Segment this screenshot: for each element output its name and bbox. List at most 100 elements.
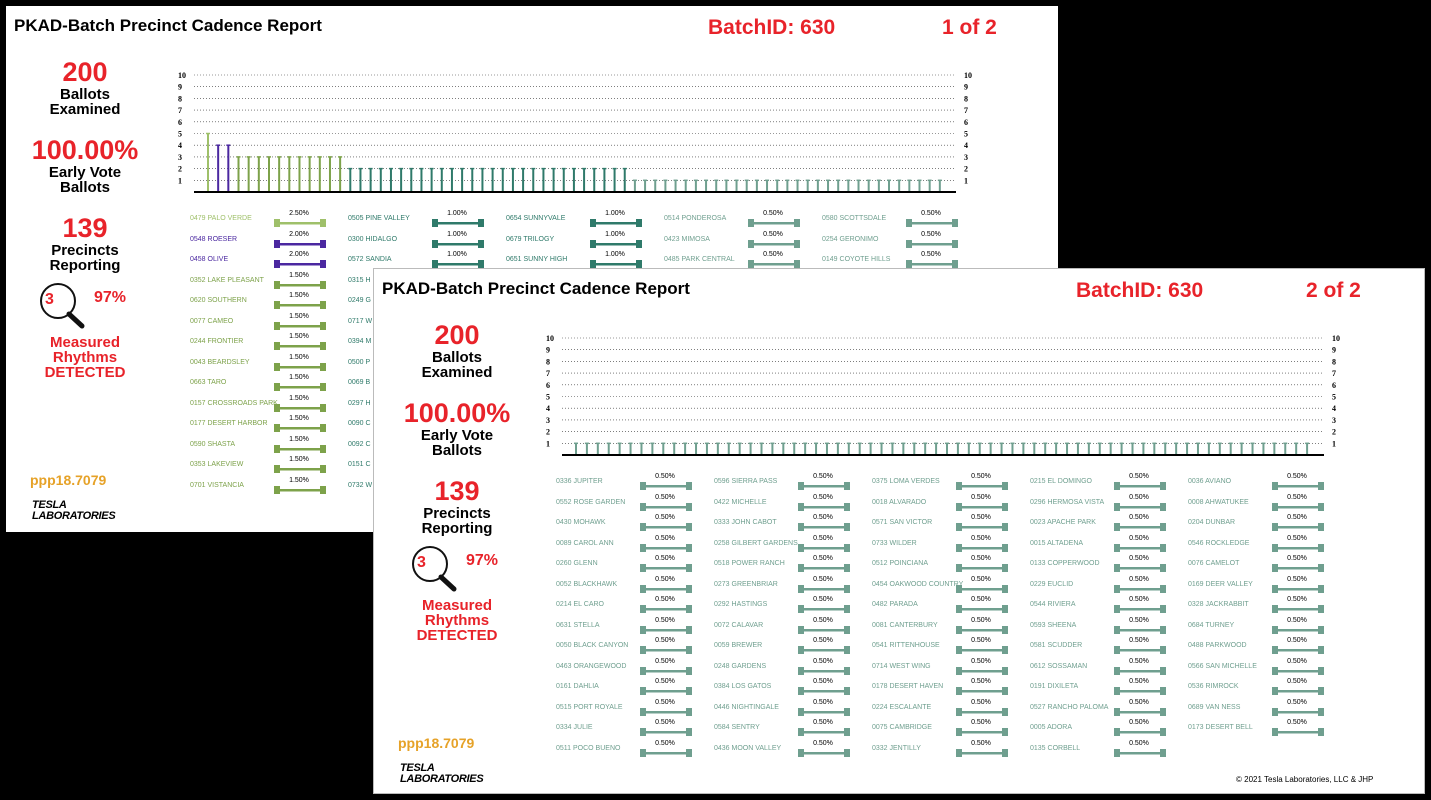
precinct-name: 0273 GREENBRIAR <box>714 580 778 588</box>
precinct-name: 0332 JENTILLY <box>872 744 921 752</box>
precinct-bar <box>956 482 1008 490</box>
ballots-label-2: Examined <box>49 101 121 118</box>
rhythm-label-1: Measured <box>421 597 493 614</box>
precinct-pct: 2.50% <box>289 210 309 217</box>
precinct-name: 0151 C <box>348 461 371 468</box>
precinct-bar <box>590 239 642 248</box>
y-tick-label-left: 2 <box>178 165 182 174</box>
precinct-pct: 1.00% <box>447 251 467 258</box>
precinct-name: 0544 RIVIERA <box>1030 601 1076 608</box>
precinct-name: 0463 ORANGEWOOD <box>556 662 627 670</box>
precinct-name: 0089 CAROL ANN <box>556 539 614 547</box>
precinct-pct: 1.50% <box>289 435 309 443</box>
precinct-pct: 0.50% <box>971 616 991 624</box>
precinct-bar <box>956 707 1008 716</box>
precinct-row: 0500 P <box>348 354 506 374</box>
early-vote-label-1: Early Vote <box>420 427 494 444</box>
y-tick-label-left: 4 <box>178 141 182 150</box>
precinct-name: 0052 BLACKHAWK <box>556 580 618 588</box>
precinct-pct: 0.50% <box>1129 493 1149 501</box>
precinct-bar <box>1114 748 1166 757</box>
precinct-bar <box>956 605 1008 613</box>
magnifier-count: 3 <box>45 291 54 308</box>
precinct-bar <box>432 219 484 227</box>
precinct-bar <box>274 424 326 432</box>
rhythm-label-3: DETECTED <box>416 627 498 644</box>
precinct-bar <box>798 728 850 736</box>
precinct-name: 0005 ADORA <box>1030 724 1073 731</box>
precinct-bar <box>798 564 850 572</box>
precinct-name: 0375 LOMA VERDES <box>872 478 940 485</box>
precinct-pct: 1.50% <box>289 456 309 463</box>
stats-panel: 200 Ballots Examined 100.00% Early Vote … <box>20 57 150 381</box>
tesla-logo: TESLA LABORATORIES <box>400 763 484 785</box>
precinct-name: 0394 M <box>348 338 372 345</box>
precinct-pct: 0.50% <box>813 514 833 521</box>
precinct-bar <box>748 260 800 268</box>
precinct-name: 0679 TRILOGY <box>506 235 555 243</box>
precinct-name: 0008 AHWATUKEE <box>1188 498 1249 506</box>
precinct-name: 0500 P <box>348 358 371 366</box>
precinct-pct: 1.50% <box>289 292 309 299</box>
y-tick-label-left: 8 <box>546 357 550 366</box>
precinct-pct: 0.50% <box>655 473 675 480</box>
precinct-name: 0458 OLIVE <box>190 256 229 263</box>
precincts-count: 139 <box>434 476 480 506</box>
y-tick-label-left: 4 <box>546 404 550 413</box>
y-tick-label-left: 9 <box>546 346 550 355</box>
precinct-pct: 0.50% <box>1129 678 1149 685</box>
ballots-count: 200 <box>62 57 108 87</box>
precinct-name: 0224 ESCALANTE <box>872 703 932 711</box>
y-tick-label-right: 2 <box>964 165 968 174</box>
precinct-bar <box>640 728 692 736</box>
precinct-pct: 1.00% <box>605 251 625 258</box>
precinct-pct: 0.50% <box>763 251 783 258</box>
precinct-bar <box>1114 482 1166 490</box>
precinct-pct: 0.50% <box>1129 555 1149 562</box>
precinct-pct: 1.00% <box>447 210 467 217</box>
precinct-pct: 0.50% <box>813 493 833 501</box>
precinct-name: 0229 EUCLID <box>1030 580 1074 588</box>
y-tick-label-right: 10 <box>1332 334 1340 343</box>
precinct-name: 0423 MIMOSA <box>664 235 710 243</box>
precinct-name: 0135 CORBELL <box>1030 744 1081 752</box>
precinct-bar <box>640 543 692 552</box>
precinct-name: 0328 JACKRABBIT <box>1188 601 1249 608</box>
precinct-name: 0297 H <box>348 399 371 407</box>
precinct-pct: 1.00% <box>605 230 625 238</box>
precinct-name: 0663 TARO <box>190 379 227 386</box>
precinct-name: 0092 C <box>348 440 371 448</box>
precinct-pct: 0.50% <box>971 534 991 542</box>
precinct-pct: 0.50% <box>655 534 675 542</box>
precinct-name: 0631 STELLA <box>556 621 600 629</box>
precinct-bar <box>1272 728 1324 736</box>
y-tick-label-right: 6 <box>964 118 968 127</box>
precinct-pct: 0.50% <box>655 739 675 747</box>
y-tick-label-left: 3 <box>546 416 550 425</box>
precinct-bar <box>590 260 642 268</box>
precinct-name: 0336 JUPITER <box>556 478 603 485</box>
y-tick-label-left: 10 <box>178 71 186 80</box>
precinct-name: 0296 HERMOSA VISTA <box>1030 498 1105 506</box>
precincts-label-2: Reporting <box>49 257 121 274</box>
precinct-name: 0072 CALAVAR <box>714 621 764 629</box>
